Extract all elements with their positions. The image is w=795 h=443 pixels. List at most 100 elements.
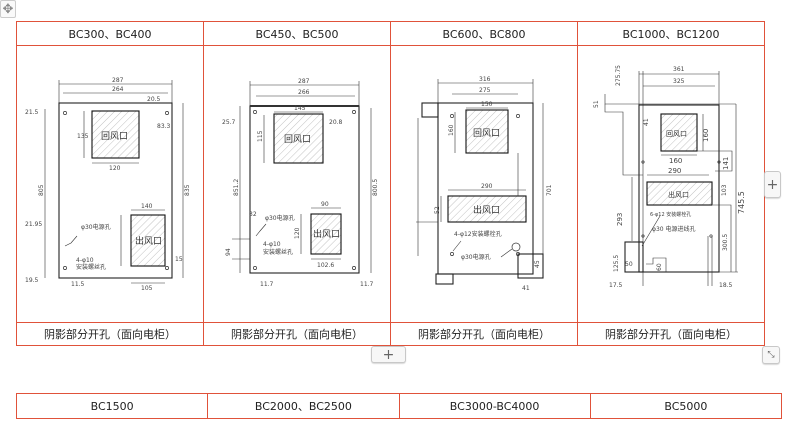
outlet-vent-label: 出风口 [473, 204, 500, 216]
dim-label: 41 [522, 285, 530, 292]
dim-label: 361 [673, 66, 685, 73]
add-column-button[interactable]: + [764, 171, 781, 198]
outlet-vent-label: 出风口 [668, 190, 689, 199]
dim-label: 102.6 [317, 262, 334, 269]
caption-cell[interactable]: 阴影部分开孔（面向电柜） [390, 322, 578, 346]
header-cell[interactable]: BC450、BC500 [203, 21, 391, 46]
dim-label: 21.5 [25, 109, 39, 116]
dim-label: 32 [249, 211, 257, 218]
return-vent-label: 回风口 [284, 134, 311, 145]
spec-table-1: BC300、BC400 BC450、BC500 BC600、BC800 BC10… [16, 21, 765, 346]
cutout-drawing-bc450: 287 266 145 20.8 115 90 120 102.6 φ30电源孔… [222, 78, 379, 288]
dim-label: 25.7 [222, 119, 236, 126]
dim-label: 120 [109, 165, 121, 172]
table-move-handle[interactable]: ✥ [0, 0, 16, 18]
caption-cell[interactable]: 阴影部分开孔（面向电柜） [203, 322, 391, 346]
dim-label: 275.75 [615, 65, 622, 86]
dim-label: 19.5 [25, 277, 39, 284]
dim-label: 264 [112, 86, 124, 93]
caption-cell[interactable]: 阴影部分开孔（面向电柜） [577, 322, 765, 346]
return-vent-label: 回风口 [101, 131, 128, 142]
dim-label: 90 [321, 201, 329, 208]
drawing-cell-bc300[interactable]: 287 264 20.5 83.3 120 135 140 105 15 21.… [16, 45, 204, 323]
table-resize-handle[interactable]: ⤡ [762, 346, 780, 364]
dim-label: 287 [298, 78, 310, 85]
dim-label: 94 [225, 248, 232, 256]
dim-label: 4-φ12安装螺栓孔 [454, 230, 502, 238]
outlet-vent-label: 出风口 [313, 228, 340, 240]
dim-label: 20.5 [147, 96, 161, 103]
dim-label: 300.5 [722, 234, 729, 251]
cutout-drawing-bc300: 287 264 20.5 83.3 120 135 140 105 15 21.… [25, 77, 191, 292]
cutout-drawing-bc1000: 361 325 275.75 51 41 160 160 290 141 103… [593, 65, 746, 289]
dim-label: 266 [298, 89, 310, 96]
dim-label: 安装螺丝孔 [263, 248, 293, 256]
header-cell[interactable]: BC3000-BC4000 [398, 393, 591, 419]
return-vent-label: 回风口 [666, 130, 687, 138]
dim-label: 4-φ10 [263, 241, 281, 248]
dim-label: 293 [616, 213, 624, 226]
dim-label: 18.5 [719, 282, 733, 289]
dim-label: 105 [141, 285, 153, 292]
header-cell[interactable]: BC2000、BC2500 [207, 393, 400, 419]
header-cell[interactable]: BC600、BC800 [390, 21, 578, 46]
dim-label: 6-φ12 安装螺栓孔 [650, 211, 691, 218]
dim-label: 150 [481, 101, 493, 108]
dim-label: 287 [112, 77, 124, 84]
dim-label: 51 [593, 100, 600, 108]
spec-table-2: BC1500 BC2000、BC2500 BC3000-BC4000 BC500… [15, 393, 783, 419]
dim-label: 4-φ10 [76, 257, 94, 264]
dim-label: 800.5 [372, 179, 379, 196]
dim-label: 11.7 [260, 281, 274, 288]
dim-label: φ30电源孔 [265, 214, 295, 222]
drawing-cell-bc600[interactable]: 316 275 150 160 290 52 4-φ12安装螺栓孔 φ30电源孔… [390, 45, 578, 323]
dim-label: 141 [722, 157, 730, 170]
dim-label: 41 [643, 118, 650, 126]
dim-label: 20.8 [329, 119, 343, 126]
dim-label: 316 [479, 76, 491, 83]
dim-label: 125.5 [613, 255, 620, 272]
dim-label: 145 [294, 105, 306, 112]
dim-label: 325 [673, 78, 685, 85]
dim-label: 160 [448, 124, 455, 136]
dim-label: 60 [656, 263, 663, 271]
return-vent-label: 回风口 [473, 128, 500, 139]
dim-label: 160 [702, 129, 710, 142]
dim-label: φ30电源孔 [461, 253, 491, 261]
move-icon: ✥ [2, 1, 14, 17]
dim-label: 290 [668, 167, 681, 175]
resize-icon: ⤡ [767, 350, 775, 360]
header-cell[interactable]: BC1500 [15, 393, 209, 419]
dim-label: 805 [38, 184, 45, 196]
dim-label: 851.2 [233, 179, 240, 196]
add-row-button[interactable]: + [371, 346, 406, 363]
dim-label: 701 [546, 184, 553, 196]
dim-label: 11.7 [360, 281, 374, 288]
dim-label: φ30 电源进线孔 [652, 225, 696, 233]
drawing-cell-bc450[interactable]: 287 266 145 20.8 115 90 120 102.6 φ30电源孔… [203, 45, 391, 323]
dim-label: 120 [294, 227, 301, 239]
dim-label: 52 [434, 206, 441, 214]
caption-cell[interactable]: 阴影部分开孔（面向电柜） [16, 322, 204, 346]
dim-label: φ30电源孔 [81, 223, 111, 231]
header-cell[interactable]: BC300、BC400 [16, 21, 204, 46]
dim-label: 11.5 [71, 281, 85, 288]
dim-label: 290 [481, 183, 493, 190]
dim-label: 835 [184, 184, 191, 196]
header-cell[interactable]: BC1000、BC1200 [577, 21, 765, 46]
dim-label: 160 [669, 157, 682, 165]
dim-label: 115 [257, 130, 264, 142]
drawing-cell-bc1000[interactable]: 361 325 275.75 51 41 160 160 290 141 103… [577, 45, 765, 323]
cutout-drawing-bc600: 316 275 150 160 290 52 4-φ12安装螺栓孔 φ30电源孔… [416, 76, 553, 292]
dim-label: 21.95 [25, 221, 42, 228]
outlet-vent-label: 出风口 [135, 235, 162, 247]
dim-label: 17.5 [609, 282, 623, 289]
dim-label: 103 [721, 184, 728, 196]
dim-label: 50 [625, 261, 633, 268]
dim-label: 83.3 [157, 123, 171, 130]
header-cell[interactable]: BC5000 [589, 393, 783, 419]
dim-label: 140 [141, 203, 153, 210]
dim-label: 135 [77, 133, 89, 140]
dim-label: 275 [479, 87, 491, 94]
dim-label: 745.5 [737, 191, 746, 214]
